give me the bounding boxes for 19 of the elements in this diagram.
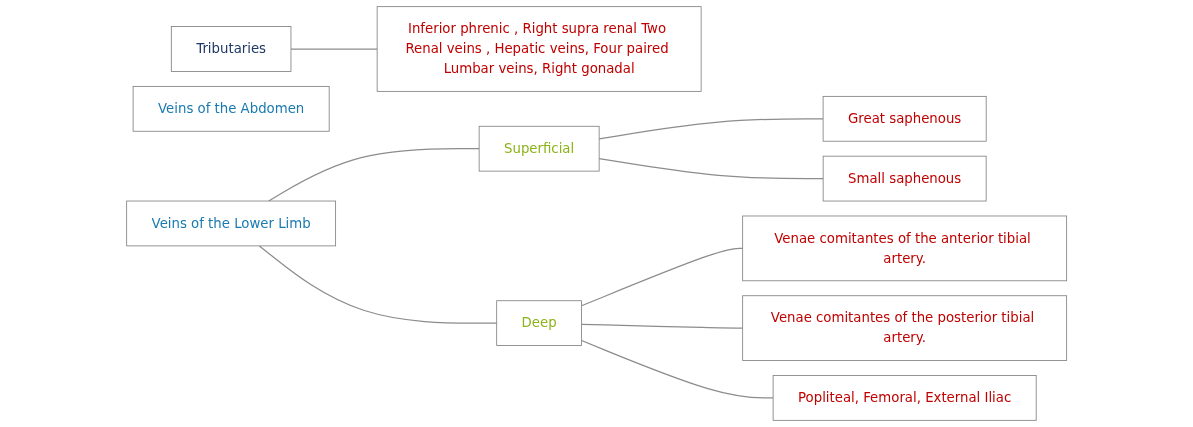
connector (580, 247, 744, 307)
connector (290, 48, 378, 50)
connector (258, 245, 498, 324)
connector (598, 157, 824, 180)
connector (598, 118, 824, 140)
connector (580, 323, 744, 329)
node-box: Small saphenous (822, 155, 987, 202)
node-box: Tributaries (170, 26, 292, 72)
node-box: Deep (496, 300, 582, 346)
node-box: Superficial (478, 125, 600, 172)
node-box: Great saphenous (822, 95, 987, 142)
node-box: Inferior phrenic , Right supra renal Two Renal veins , Hepatic veins, Four paired Lumbar veins, Right gonadal (376, 6, 702, 92)
connector (580, 339, 774, 399)
connector (267, 148, 480, 202)
node-box: Veins of the Abdomen (132, 85, 330, 132)
node-box: Veins of the Lower Limb (126, 200, 336, 247)
node-box: Venae comitantes of the anterior tibial artery. (742, 215, 1067, 282)
node-box: Popliteal, Femoral, External Iliac (772, 375, 1037, 421)
node-box: Venae comitantes of the posterior tibial artery. (742, 295, 1067, 361)
